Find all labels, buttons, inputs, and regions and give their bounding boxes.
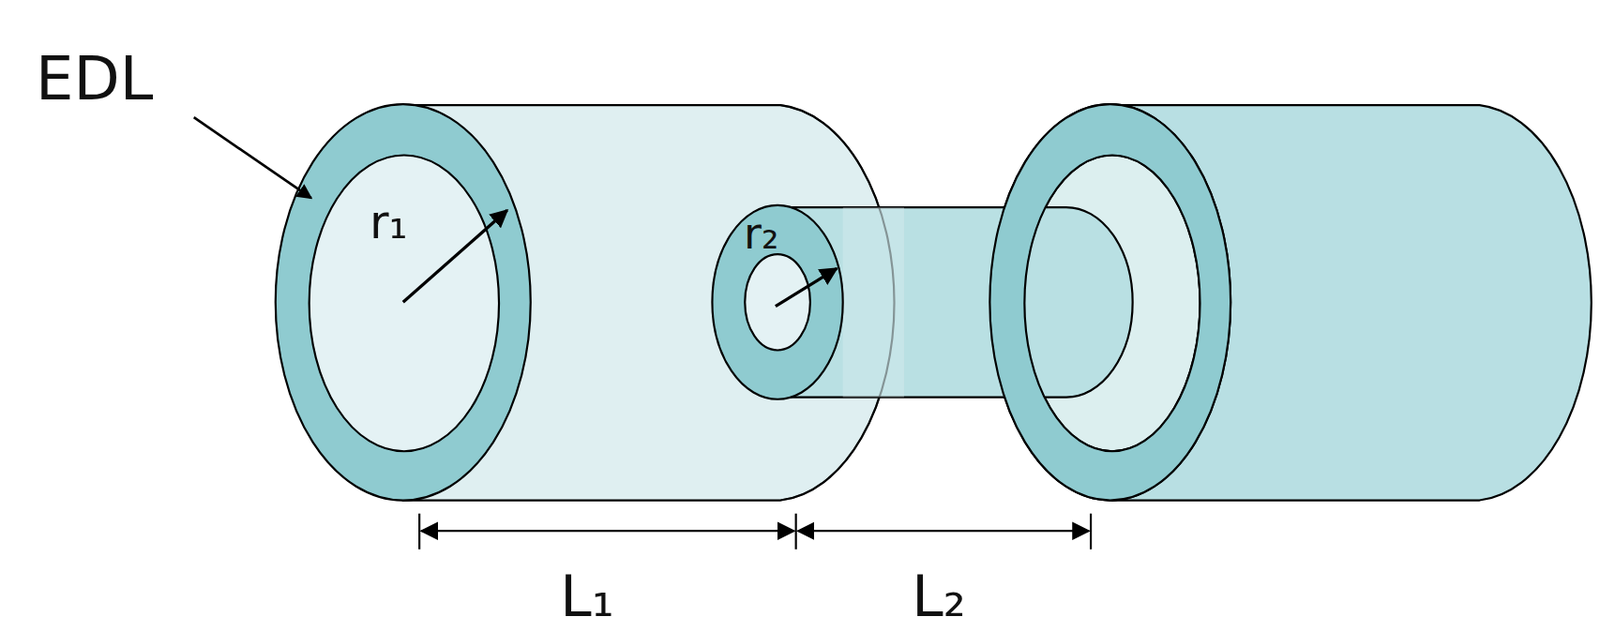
dimension-label: L₁ xyxy=(559,568,614,625)
dimension-line xyxy=(798,529,1089,532)
radius-arrow xyxy=(403,210,508,302)
dimension-label: L₂ xyxy=(911,568,966,625)
leader-line xyxy=(194,117,312,198)
right-cylinder-edl-ring xyxy=(989,104,1231,500)
radius-arrow xyxy=(775,268,837,306)
dimension-tick xyxy=(795,513,798,550)
radius-label: r₁ xyxy=(369,198,408,246)
small-tube-bore xyxy=(744,254,811,350)
small-tube-face xyxy=(711,205,843,400)
radius-label: r₂ xyxy=(743,211,779,256)
left-cylinder-face xyxy=(275,104,531,500)
dimension-line xyxy=(421,529,794,532)
callout-label: EDL xyxy=(35,48,153,109)
left-cylinder-glass xyxy=(843,207,905,398)
dimension-tick xyxy=(1089,513,1092,550)
dimension-tick xyxy=(418,513,421,550)
